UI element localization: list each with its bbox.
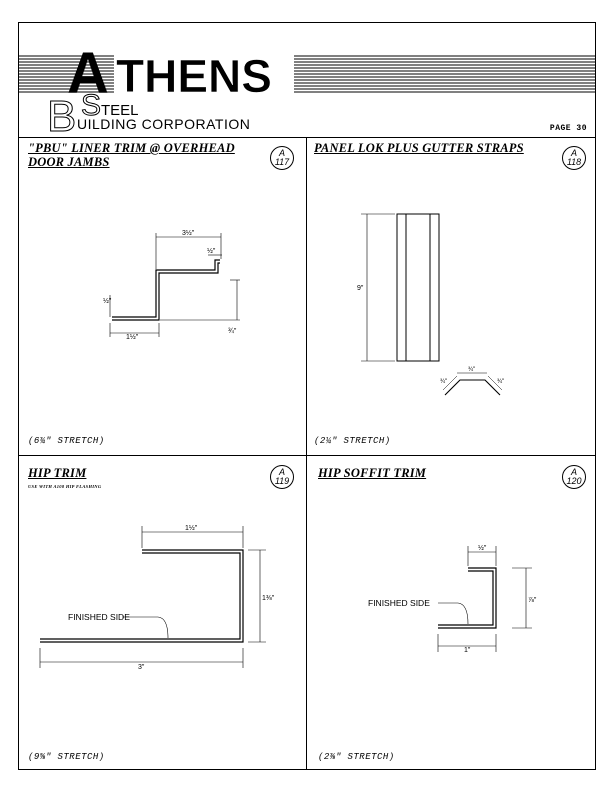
detail-drawing-a118: 9" ¾" ¾" ¾" [357, 213, 504, 396]
dim-flange: 1½" [126, 333, 139, 341]
dim-top: ½" [478, 544, 487, 552]
dim-lip-bottom: ½" [103, 297, 112, 305]
page-frame [18, 22, 596, 770]
dim-height: ⅞" [528, 597, 537, 604]
detail-badge: A 120 [562, 465, 586, 489]
dim-height: 1⅜" [262, 595, 275, 602]
detail-drawing-a120: FINISHED SIDE ½" ⅞" 1" [368, 544, 537, 654]
badge-letter: A [278, 467, 285, 477]
dim-bottom: 1" [464, 647, 471, 654]
header-divider [19, 137, 595, 138]
stretch-label: (6¾" STRETCH) [28, 436, 105, 446]
finished-side-label: FINISHED SIDE [368, 598, 430, 608]
panel-title-line2: DOOR JAMBS [28, 155, 110, 169]
logo-initial-a: A [67, 41, 109, 106]
panel-title-line1: PANEL LOK PLUS GUTTER STRAPS [314, 141, 524, 155]
stretch-label: (2¼" STRETCH) [314, 436, 391, 446]
detail-badge: A 118 [562, 146, 586, 170]
logo-initial-s: S [81, 89, 101, 122]
panel-title-line1: HIP SOFFIT TRIM [318, 466, 427, 480]
athens-logo: A THENS B S TEEL UILDING CORPORATION [19, 41, 595, 137]
dim-center: ¾" [468, 367, 475, 373]
stretch-label: (2⅜" STRETCH) [318, 752, 395, 762]
page-number: PAGE 30 [549, 124, 587, 133]
logo-initial-b: B [47, 92, 76, 137]
badge-number: 118 [566, 157, 582, 167]
panel-title-line1: HIP TRIM [28, 466, 87, 480]
detail-badge: A 117 [270, 146, 294, 170]
row-divider [19, 455, 595, 456]
badge-letter: A [570, 148, 577, 158]
detail-drawing-a119: FINISHED SIDE 1½" 1⅜" 3" [39, 524, 275, 671]
panel-subtitle: USE WITH A108 HIP FLASHING [28, 484, 102, 489]
dim-bottom: 3" [138, 664, 145, 671]
header: A THENS B S TEEL UILDING CORPORATION PAG… [19, 23, 595, 137]
dim-left: ¾" [440, 379, 447, 385]
dim-lip-top: ½" [207, 247, 216, 255]
logo-line-steel: TEEL [101, 102, 139, 119]
dim-length: 9" [357, 285, 364, 292]
finished-side-label: FINISHED SIDE [68, 612, 130, 622]
dim-right: ¾" [497, 379, 504, 385]
column-divider [306, 137, 307, 769]
badge-number: 117 [274, 157, 290, 167]
dim-height: ¾" [228, 328, 237, 335]
detail-badge: A 119 [270, 465, 294, 489]
detail-drawing-a117: 3½" ½" ½" 1½" ¾" [103, 229, 240, 341]
badge-number: 120 [566, 476, 582, 486]
stretch-label: (9⅝" STRETCH) [28, 752, 105, 762]
badge-letter: A [570, 467, 577, 477]
badge-letter: A [278, 148, 285, 158]
logo-main-text: THENS [116, 50, 272, 102]
badge-number: 119 [274, 476, 290, 486]
dim-width: 3½" [182, 229, 195, 237]
logo-line-corp: UILDING CORPORATION [77, 116, 250, 132]
panel-title-line1: "PBU" LINER TRIM @ OVERHEAD [28, 141, 235, 155]
dim-top: 1½" [185, 524, 198, 532]
